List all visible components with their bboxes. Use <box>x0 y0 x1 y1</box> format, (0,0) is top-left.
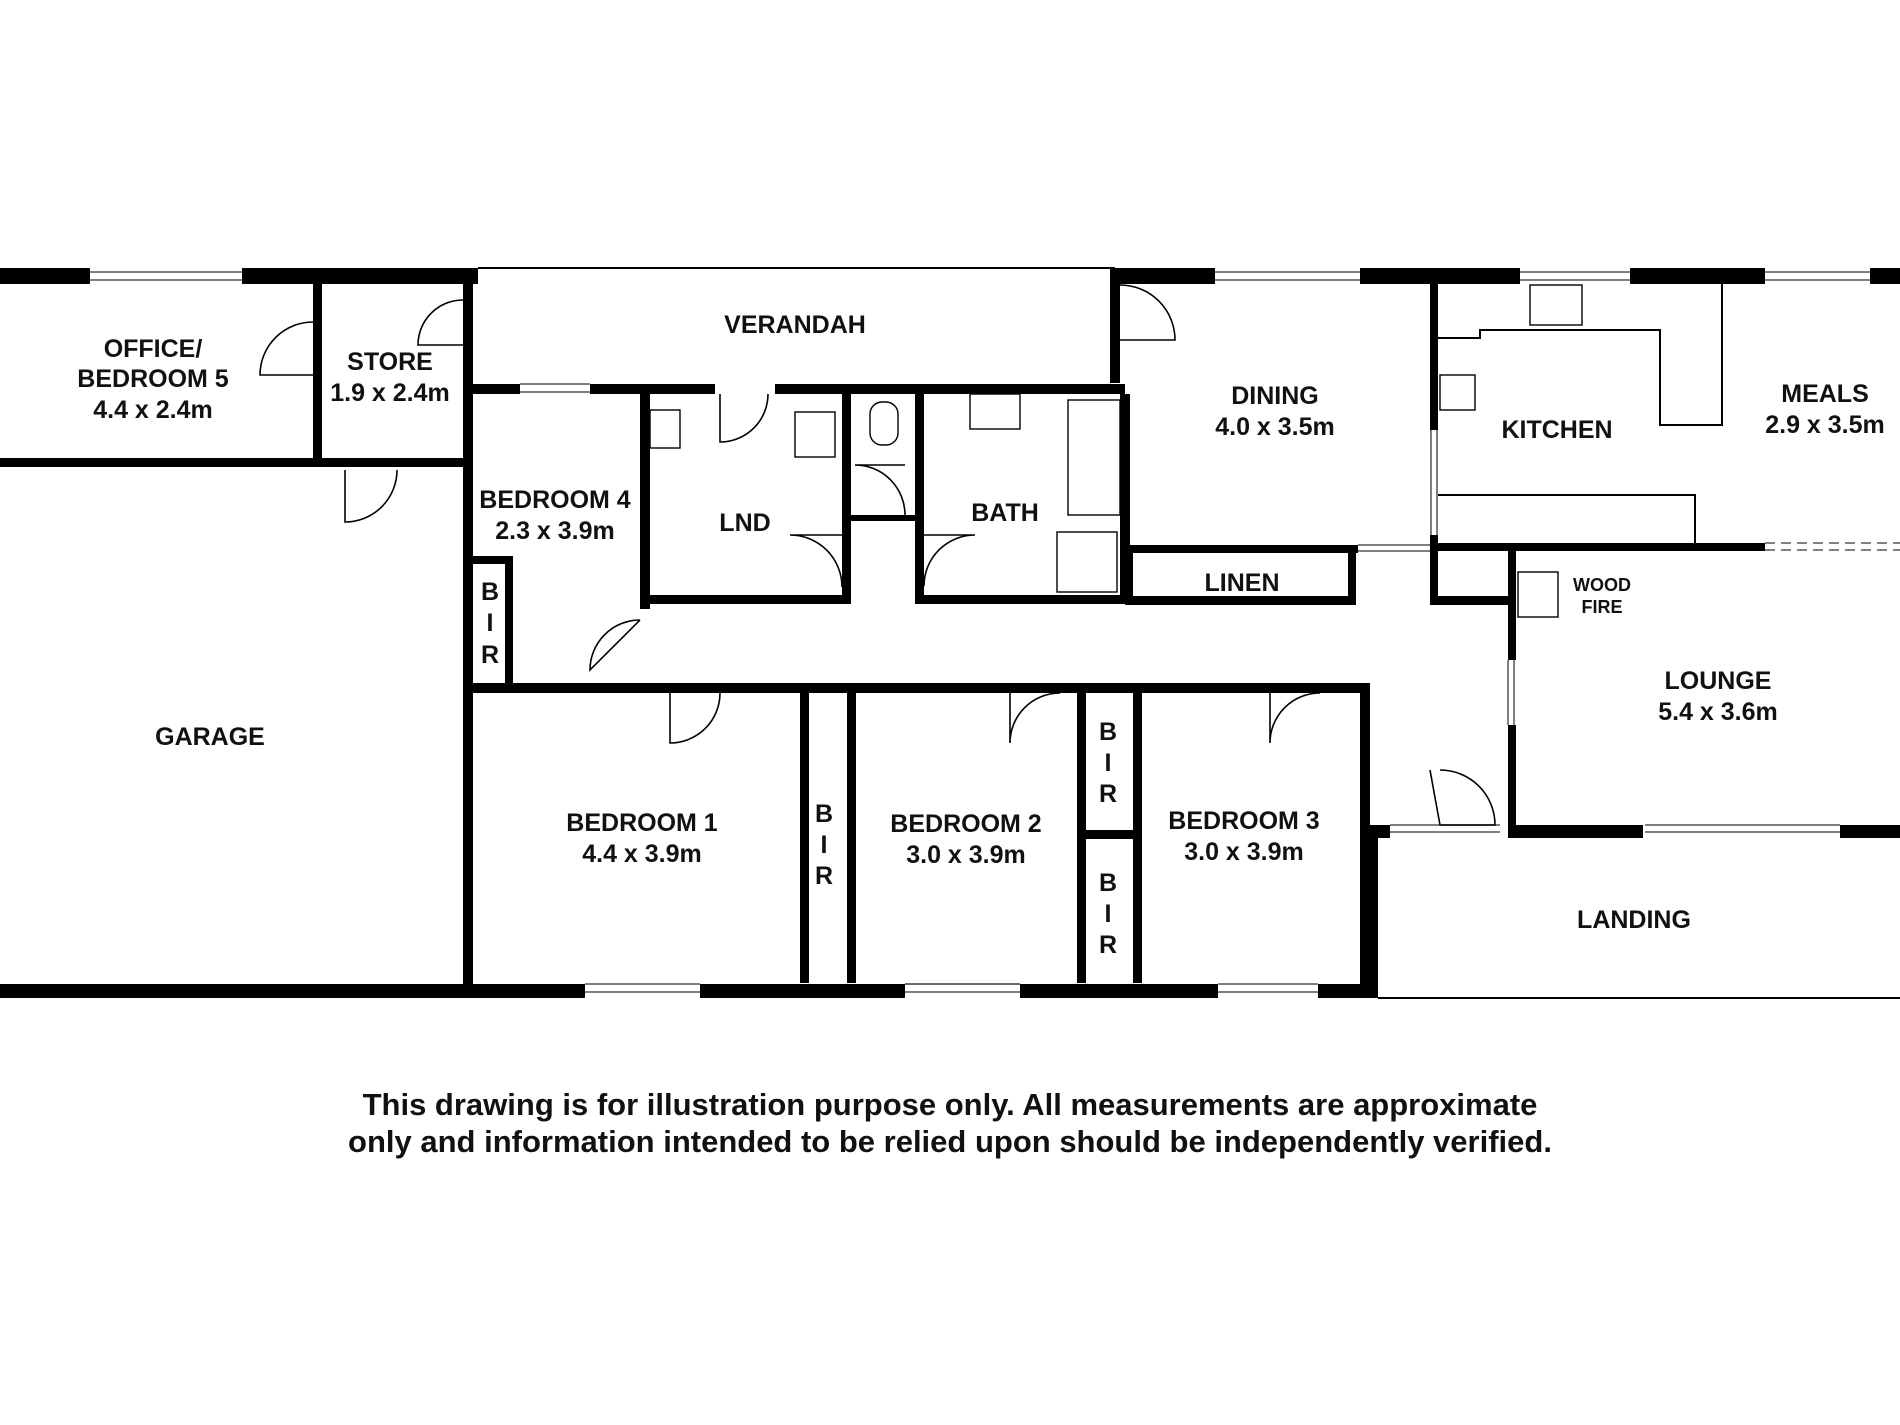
bedroom1-label: BEDROOM 1 <box>566 809 718 837</box>
garage-label: GARAGE <box>155 723 265 751</box>
cooktop-icon <box>1439 374 1476 411</box>
laundry-tub-icon <box>649 409 681 449</box>
bir-bedroom1-b: B <box>815 800 833 828</box>
dining-label: DINING <box>1231 382 1319 410</box>
meals-label: MEALS <box>1781 380 1869 408</box>
vanity-basin-icon <box>969 393 1021 430</box>
fixtures <box>649 280 1723 618</box>
shower-icon <box>1056 531 1118 593</box>
bir-bedroom2-r: R <box>1099 780 1117 808</box>
bedroom2-label: BEDROOM 2 <box>890 810 1041 838</box>
landing-label: LANDING <box>1577 906 1691 934</box>
bir-closets: B I R B I R B I R B I R <box>481 578 1117 959</box>
bir-bedroom2-b: B <box>1099 718 1117 746</box>
bir-bedroom4-i: I <box>487 609 494 637</box>
doors <box>259 284 1496 826</box>
verandah-label: VERANDAH <box>724 311 866 339</box>
bedroom4-label: BEDROOM 4 <box>479 486 631 514</box>
office-size: 4.4 x 2.4m <box>93 396 213 424</box>
washing-machine-icon <box>794 411 836 458</box>
store-label: STORE <box>347 348 433 376</box>
walls <box>0 268 1900 998</box>
bath-label: BATH <box>971 499 1039 527</box>
wood-fire-icon <box>1517 571 1559 618</box>
store-size: 1.9 x 2.4m <box>330 379 450 407</box>
room-labels: OFFICE/ BEDROOM 5 4.4 x 2.4m STORE 1.9 x… <box>77 311 1884 934</box>
wood-fire-label-1: WOOD <box>1573 575 1631 595</box>
bir-bedroom3-i: I <box>1105 900 1112 928</box>
kitchen-label: KITCHEN <box>1501 416 1612 444</box>
dining-size: 4.0 x 3.5m <box>1215 413 1335 441</box>
thin-lines <box>478 267 1900 999</box>
bir-bedroom3-r: R <box>1099 931 1117 959</box>
linen-label: LINEN <box>1205 569 1280 597</box>
bedroom4-size: 2.3 x 3.9m <box>495 517 615 545</box>
bir-bedroom1-i: I <box>821 831 828 859</box>
disclaimer-line-2: only and information intended to be reli… <box>348 1124 1552 1159</box>
kitchen-sink-icon <box>1529 284 1583 326</box>
bir-bedroom4-r: R <box>481 641 499 669</box>
disclaimer-line-1: This drawing is for illustration purpose… <box>362 1087 1538 1122</box>
lounge-size: 5.4 x 3.6m <box>1658 698 1778 726</box>
bedroom2-size: 3.0 x 3.9m <box>906 841 1026 869</box>
meals-size: 2.9 x 3.5m <box>1765 411 1885 439</box>
bedroom3-size: 3.0 x 3.9m <box>1184 838 1304 866</box>
bathtub-icon <box>1067 399 1121 516</box>
bir-bedroom4-b: B <box>481 578 499 606</box>
office-label: OFFICE/ <box>104 335 203 363</box>
wood-fire-label-2: FIRE <box>1581 597 1622 617</box>
bir-bedroom2-i: I <box>1105 749 1112 777</box>
lnd-label: LND <box>719 509 770 537</box>
bedroom3-label: BEDROOM 3 <box>1168 807 1319 835</box>
bedroom1-size: 4.4 x 3.9m <box>582 840 702 868</box>
bir-bedroom1-r: R <box>815 862 833 890</box>
lounge-label: LOUNGE <box>1665 667 1772 695</box>
office-label-2: BEDROOM 5 <box>77 365 229 393</box>
toilet-icon <box>869 401 899 446</box>
bir-bedroom3-b: B <box>1099 869 1117 897</box>
